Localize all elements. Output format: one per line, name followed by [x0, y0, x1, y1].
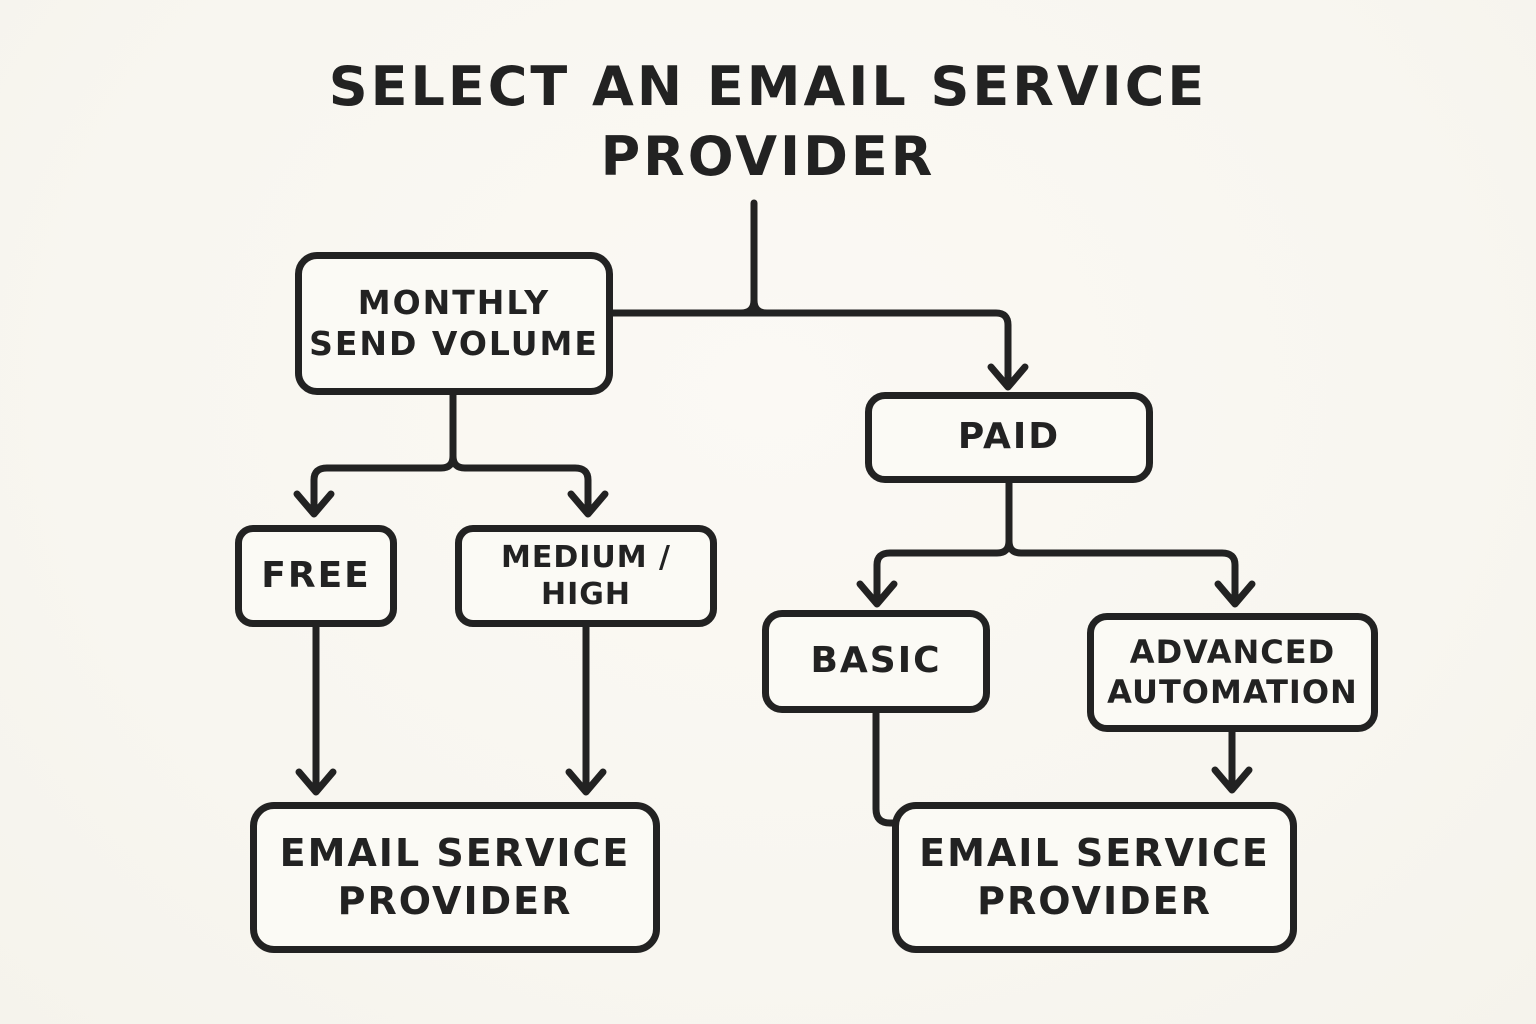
node-label: BASIC	[810, 640, 942, 682]
edge-advanced-automation-to-esp-right	[1211, 728, 1253, 794]
arrowhead-down-basic	[856, 580, 898, 608]
node-paid: PAID	[865, 392, 1153, 483]
edge-line	[609, 309, 1012, 388]
edge-line	[1005, 479, 1239, 605]
arrowhead-down-advanced-automation	[1214, 580, 1256, 608]
edge-basic-to-esp-right	[872, 709, 898, 827]
edge-title-to-monthly-and-paid	[609, 309, 1029, 391]
node-label: ADVANCED AUTOMATION	[1107, 632, 1358, 711]
arrowhead-down-medium-high	[567, 490, 609, 518]
diagram-title-line2: PROVIDER	[600, 125, 936, 188]
arrowhead-down-free	[293, 490, 335, 518]
node-email-service-provider-right: EMAIL SERVICE PROVIDER	[892, 802, 1297, 953]
node-label: EMAIL SERVICE PROVIDER	[919, 831, 1270, 923]
diagram-title-line1: SELECT AN EMAIL SERVICE	[328, 55, 1208, 118]
edge-paid-to-basic	[856, 479, 1013, 608]
node-advanced-automation: ADVANCED AUTOMATION	[1087, 613, 1378, 732]
edge-line	[449, 391, 592, 515]
arrowhead-down-esp-left-a	[295, 768, 337, 796]
edge-free-to-esp-left	[295, 623, 337, 796]
node-label: MEDIUM / HIGH	[500, 539, 672, 612]
node-label: PAID	[957, 416, 1061, 458]
edge-line	[737, 199, 758, 317]
edge-line	[872, 709, 898, 827]
edge-monthly-to-free	[293, 391, 457, 518]
arrowhead-down-esp-left-b	[565, 768, 607, 796]
arrowhead-down-paid	[987, 363, 1029, 391]
node-email-service-provider-left: EMAIL SERVICE PROVIDER	[250, 802, 660, 953]
node-medium-high: MEDIUM / HIGH	[455, 525, 717, 627]
edge-title-to-junction	[737, 199, 771, 317]
node-monthly-send-volume: MONTHLY SEND VOLUME	[295, 252, 613, 395]
arrowhead-down-esp-right	[1211, 766, 1253, 794]
node-label: MONTHLY SEND VOLUME	[309, 282, 599, 363]
node-label: FREE	[261, 554, 371, 596]
edge-paid-to-advanced-automation	[1005, 479, 1256, 608]
diagram-title: SELECT AN EMAIL SERVICE PROVIDER	[0, 52, 1536, 192]
node-free: FREE	[235, 525, 397, 627]
edge-line	[310, 391, 457, 515]
edge-medium-high-to-esp-left	[565, 623, 607, 796]
node-label: EMAIL SERVICE PROVIDER	[279, 831, 631, 923]
node-basic: BASIC	[762, 610, 990, 713]
edge-monthly-to-medium-high	[449, 391, 609, 518]
